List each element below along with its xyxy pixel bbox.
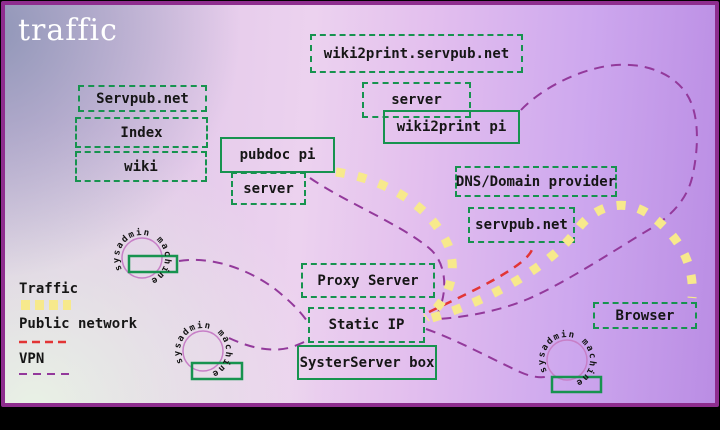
node-pubdoc-pi: pubdoc pi: [220, 137, 335, 173]
node-wiki2print-domain: wiki2print.servpub.net: [310, 34, 523, 73]
sysadmin-rect-1: [127, 254, 179, 274]
node-dns-servpub: servpub.net: [468, 207, 575, 243]
node-wiki: wiki: [75, 151, 207, 182]
sysadmin-label-1: sysadmin machine: [112, 227, 172, 286]
sysadmin-circle-1: [121, 237, 163, 279]
node-browser: Browser: [593, 302, 697, 329]
sysadmin-circle-2: [182, 330, 224, 372]
vpn-line-staticip-sysadmin3: [425, 328, 546, 379]
sysadmin-circle-3: [546, 339, 588, 381]
node-index: Index: [75, 117, 208, 148]
sysadmin-rect-2: [190, 361, 244, 381]
node-pubdoc-server: server: [231, 172, 306, 205]
sysadmin-label-2: sysadmin machine: [173, 320, 233, 379]
legend-vpn-label: VPN: [19, 351, 45, 367]
legend-traffic-label: Traffic: [19, 281, 79, 297]
vpn-line-sysadmin1-staticip: [178, 258, 308, 322]
sysadmin-rect-3: [550, 375, 603, 394]
node-static-ip: Static IP: [308, 307, 425, 343]
node-servpub-net: Servpub.net: [78, 85, 207, 112]
legend-public-network-label: Public network: [19, 316, 138, 332]
sysadmin-label-3: sysadmin machine: [537, 329, 597, 388]
node-proxy-server: Proxy Server: [301, 263, 435, 298]
diagram-canvas: traffic Servpub.net Index wiki pubdoc pi…: [1, 1, 719, 407]
node-wiki2print-pi: wiki2print pi: [383, 110, 520, 144]
public-line-staticip-servpub: [428, 244, 535, 314]
node-dns-provider: DNS/Domain provider: [455, 166, 617, 197]
node-systerserver-box: SysterServer box: [297, 345, 437, 380]
page-title: traffic: [18, 13, 118, 48]
